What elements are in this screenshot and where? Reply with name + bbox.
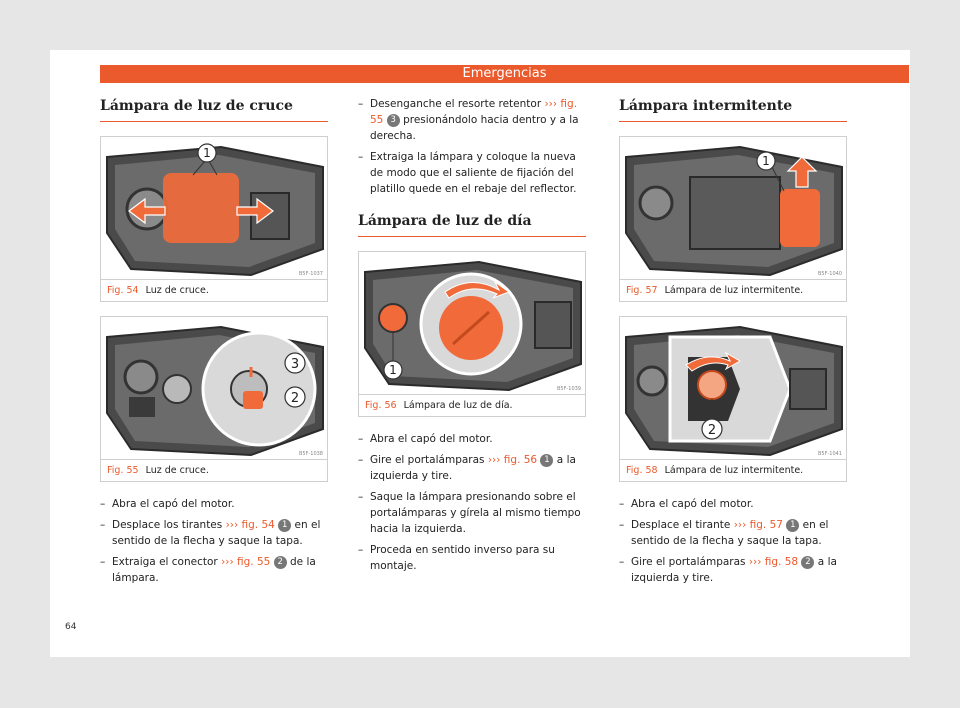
figure-56-caption: Fig. 56 Lámpara de luz de día. xyxy=(359,394,585,416)
figure-reference[interactable]: ››› fig. 58 xyxy=(748,556,799,568)
step-item: Gire el portalámparas ››› fig. 58 2 a la… xyxy=(619,554,847,586)
figure-reference[interactable]: ››› fig. 57 xyxy=(733,519,783,531)
caption-text: Luz de cruce. xyxy=(145,465,209,476)
turn-signal-socket-illustration: 2 xyxy=(625,325,843,457)
figure-number: Fig. 54 xyxy=(107,285,139,296)
figure-54-caption: Fig. 54 Luz de cruce. xyxy=(101,279,327,301)
section-header: Emergencias xyxy=(100,65,909,83)
column-low-beam: Lámpara de luz de cruce 1 B5F-1037 xyxy=(100,98,328,591)
step-item: Proceda en sentido inverso para su monta… xyxy=(358,542,586,574)
figure-54: 1 B5F-1037 Fig. 54 Luz de cruce. xyxy=(100,136,328,302)
step-item: Extraiga la lámpara y coloque la nueva d… xyxy=(358,149,586,197)
figure-58-image: 2 B5F-1041 xyxy=(620,317,846,459)
figure-number: Fig. 57 xyxy=(626,285,658,296)
figure-55-caption: Fig. 55 Luz de cruce. xyxy=(101,459,327,481)
figure-reference[interactable]: ››› fig. 55 xyxy=(370,98,578,126)
caption-text: Lámpara de luz de día. xyxy=(403,400,513,411)
figure-code: B5F-1041 xyxy=(817,451,842,457)
figure-code: B5F-1040 xyxy=(817,271,842,277)
figure-reference[interactable]: ››› fig. 54 xyxy=(225,519,275,531)
connector-illustration: 3 2 xyxy=(106,325,324,457)
callout-number: 1 xyxy=(278,518,292,532)
figure-number: Fig. 56 xyxy=(365,400,397,411)
figure-55-image: 3 2 B5F-1038 xyxy=(101,317,327,459)
callout-1: 1 xyxy=(762,154,770,168)
figure-reference[interactable]: ››› fig. 56 xyxy=(487,454,538,466)
step-item: Extraiga el conector ››› fig. 55 2 de la… xyxy=(100,554,328,586)
figure-58-caption: Fig. 58 Lámpara de luz intermitente. xyxy=(620,459,846,481)
callout-number: 2 xyxy=(273,555,287,569)
caption-text: Lámpara de luz intermitente. xyxy=(664,285,804,296)
callout-2: 2 xyxy=(291,391,299,406)
step-item: Saque la lámpara presionando sobre el po… xyxy=(358,489,586,537)
callout-number: 2 xyxy=(801,555,815,569)
column-turn-signal: Lámpara intermitente 1 B5F-1040 Fig. 57 xyxy=(619,98,847,591)
step-item: Abra el capó del motor. xyxy=(358,431,586,447)
figure-56-image: 1 B5F-1039 xyxy=(359,252,585,394)
step-item: Desenganche el resorte retentor ››› fig.… xyxy=(358,96,586,144)
figure-55: 3 2 B5F-1038 Fig. 55 Luz de cruce. xyxy=(100,316,328,482)
column-day-light: Desenganche el resorte retentor ››› fig.… xyxy=(358,96,586,579)
step-item: Desplace el tirante ››› fig. 57 1 en el … xyxy=(619,517,847,549)
step-item: Desplace los tirantes ››› fig. 54 1 en e… xyxy=(100,517,328,549)
figure-57: 1 B5F-1040 Fig. 57 Lámpara de luz interm… xyxy=(619,136,847,302)
steps-low-beam-continued: Desenganche el resorte retentor ››› fig.… xyxy=(358,96,586,197)
callout-3: 3 xyxy=(291,357,299,372)
figure-number: Fig. 55 xyxy=(107,465,139,476)
day-light-illustration: 1 xyxy=(364,260,582,392)
figure-reference[interactable]: ››› fig. 55 xyxy=(221,556,271,568)
manual-page: Emergencias Lámpara de luz de cruce 1 xyxy=(50,50,910,657)
callout-2: 2 xyxy=(708,423,716,438)
steps-low-beam: Abra el capó del motor. Desplace los tir… xyxy=(100,496,328,586)
figure-56: 1 B5F-1039 Fig. 56 Lámpara de luz de día… xyxy=(358,251,586,417)
page-number: 64 xyxy=(65,622,77,632)
step-item: Gire el portalámparas ››› fig. 56 1 a la… xyxy=(358,452,586,484)
figure-54-image: 1 B5F-1037 xyxy=(101,137,327,279)
callout-number: 1 xyxy=(786,518,800,532)
figure-code: B5F-1038 xyxy=(298,451,323,457)
step-item: Abra el capó del motor. xyxy=(100,496,328,512)
figure-57-caption: Fig. 57 Lámpara de luz intermitente. xyxy=(620,279,846,301)
headlamp-cover-illustration: 1 xyxy=(106,143,324,277)
turn-signal-cover-illustration: 1 xyxy=(625,145,843,277)
step-item: Abra el capó del motor. xyxy=(619,496,847,512)
figure-code: B5F-1037 xyxy=(298,271,323,277)
caption-text: Lámpara de luz intermitente. xyxy=(664,465,804,476)
callout-number: 1 xyxy=(540,453,554,467)
callout-number: 3 xyxy=(386,113,400,127)
callout-1: 1 xyxy=(203,146,211,160)
section-title-low-beam: Lámpara de luz de cruce xyxy=(100,98,328,122)
section-title-turn-signal: Lámpara intermitente xyxy=(619,98,847,122)
section-title-day-light: Lámpara de luz de día xyxy=(358,213,586,237)
steps-day-light: Abra el capó del motor. Gire el portalám… xyxy=(358,431,586,574)
figure-number: Fig. 58 xyxy=(626,465,658,476)
caption-text: Luz de cruce. xyxy=(145,285,209,296)
callout-1: 1 xyxy=(389,363,397,377)
steps-turn-signal: Abra el capó del motor. Desplace el tira… xyxy=(619,496,847,586)
figure-code: B5F-1039 xyxy=(556,386,581,392)
figure-58: 2 B5F-1041 Fig. 58 Lámpara de luz interm… xyxy=(619,316,847,482)
figure-57-image: 1 B5F-1040 xyxy=(620,137,846,279)
